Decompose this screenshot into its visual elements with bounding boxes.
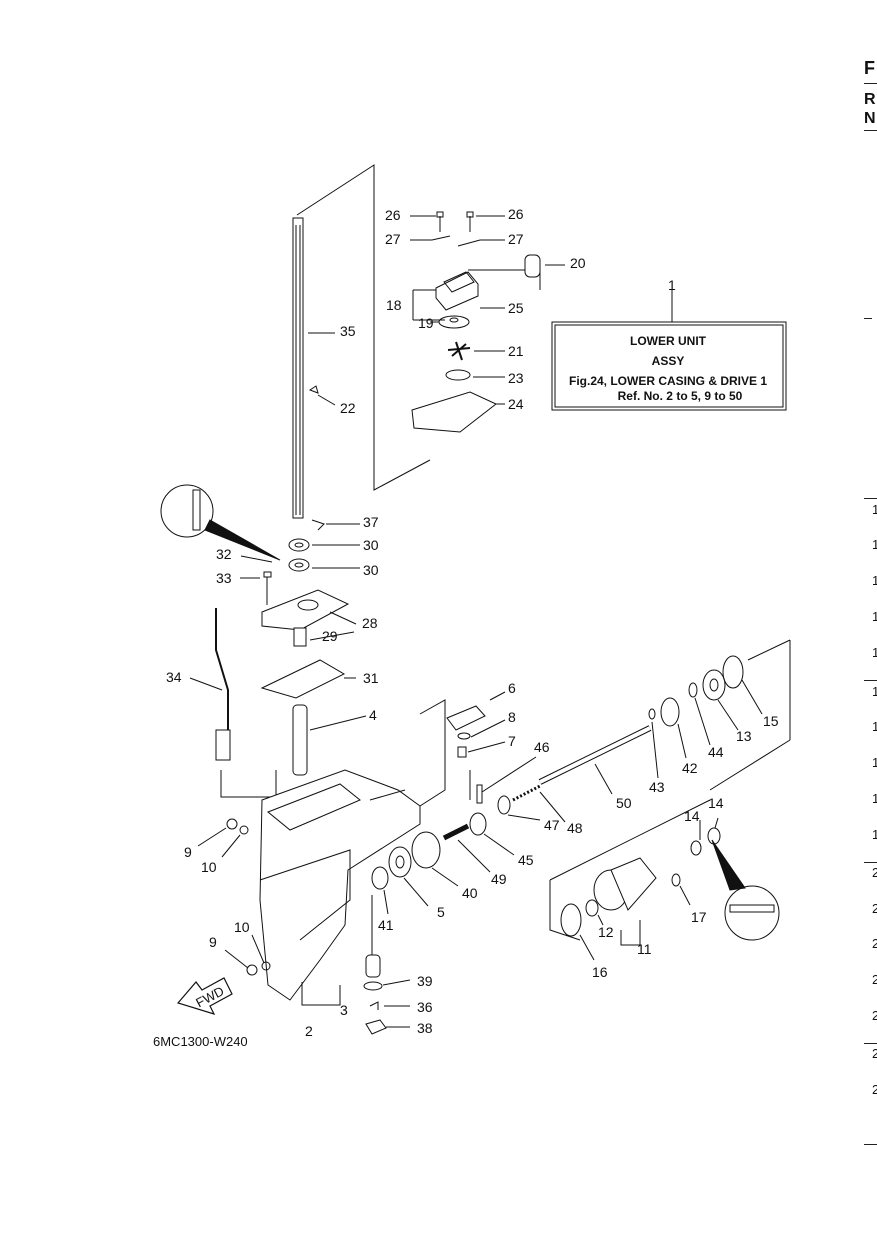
callout-33: 33 [216, 570, 232, 586]
callout-37: 37 [363, 514, 379, 530]
callout-10a: 10 [201, 859, 217, 875]
edge-digit: 1 [872, 719, 877, 734]
callout-45: 45 [518, 852, 534, 868]
edge-rule [864, 318, 872, 319]
edge-digit: 1 [872, 502, 877, 517]
box-line2: ASSY [652, 354, 685, 368]
callout-50: 50 [616, 795, 632, 811]
callout-43: 43 [649, 779, 665, 795]
edge-digit: 2 [872, 972, 877, 987]
callout-44: 44 [708, 744, 724, 760]
edge-digit: 2 [872, 901, 877, 916]
callout-29: 29 [322, 628, 338, 644]
edge-digit: 1 [872, 827, 877, 842]
edge-rule [864, 1043, 877, 1044]
callout-22: 22 [340, 400, 356, 416]
edge-digit: 1 [872, 791, 877, 806]
callout-20: 20 [570, 255, 586, 271]
callout-5: 5 [437, 904, 445, 920]
edge-rule [864, 680, 877, 681]
edge-rule [864, 498, 877, 499]
callout-31: 31 [363, 670, 379, 686]
callout-36: 36 [417, 999, 433, 1015]
callout-40: 40 [462, 885, 478, 901]
callout-19: 19 [418, 315, 434, 331]
callout-1: 1 [668, 277, 676, 293]
edge-digit: 2 [872, 865, 877, 880]
header-letter-f: F [864, 58, 875, 78]
callout-26b: 26 [508, 206, 524, 222]
edge-rule [864, 83, 877, 84]
edge-digit: 2 [872, 1046, 877, 1061]
callout-42: 42 [682, 760, 698, 776]
edge-rule [864, 862, 877, 863]
callout-48: 48 [567, 820, 583, 836]
callout-13: 13 [736, 728, 752, 744]
edge-digit: 1 [872, 537, 877, 552]
edge-digit: 1 [872, 573, 877, 588]
callout-10b: 10 [234, 919, 250, 935]
callout-25: 25 [508, 300, 524, 316]
callout-16: 16 [592, 964, 608, 980]
callout-41: 41 [378, 917, 394, 933]
callout-7: 7 [508, 733, 516, 749]
callout-15: 15 [763, 713, 779, 729]
callout-34: 34 [166, 669, 182, 685]
edge-rule [864, 1144, 877, 1145]
header-letter-n: N [864, 110, 876, 127]
callout-14b: 14 [684, 808, 700, 824]
callout-17: 17 [691, 909, 707, 925]
box-line3: Fig.24, LOWER CASING & DRIVE 1 [569, 374, 767, 388]
header-letter-r: R [864, 91, 876, 108]
callout-26a: 26 [385, 207, 401, 223]
edge-digit: 1 [872, 609, 877, 624]
callout-46: 46 [534, 739, 550, 755]
callout-23: 23 [508, 370, 524, 386]
box-line1: LOWER UNIT [630, 334, 707, 348]
callout-8: 8 [508, 709, 516, 725]
callout-49: 49 [491, 871, 507, 887]
callout-24: 24 [508, 396, 524, 412]
right-edge-column: F R N [864, 0, 877, 1241]
edge-digit: 1 [872, 684, 877, 699]
callout-6: 6 [508, 680, 516, 696]
edge-digit: 1 [872, 645, 877, 660]
edge-digit: 2 [872, 936, 877, 951]
callout-27b: 27 [508, 231, 524, 247]
callout-38: 38 [417, 1020, 433, 1036]
callout-11: 11 [637, 941, 652, 957]
edge-digit: 1 [872, 755, 877, 770]
callout-47: 47 [544, 817, 560, 833]
edge-digit: 2 [872, 1082, 877, 1097]
callout-39: 39 [417, 973, 433, 989]
diagram-code: 6MC1300-W240 [153, 1034, 248, 1049]
callout-30a: 30 [363, 537, 379, 553]
edge-rule [864, 130, 877, 131]
callout-35: 35 [340, 323, 356, 339]
callout-9b: 9 [209, 934, 217, 950]
callout-28: 28 [362, 615, 378, 631]
callout-3: 3 [340, 1002, 348, 1018]
callout-9a: 9 [184, 844, 192, 860]
callout-27a: 27 [385, 231, 401, 247]
callout-32: 32 [216, 546, 232, 562]
edge-digit: 2 [872, 1008, 877, 1023]
callout-12: 12 [598, 924, 614, 940]
callout-30b: 30 [363, 562, 379, 578]
callout-2: 2 [305, 1023, 313, 1039]
callout-18: 18 [386, 297, 402, 313]
box-line4: Ref. No. 2 to 5, 9 to 50 [618, 389, 743, 403]
callout-4: 4 [369, 707, 377, 723]
callout-21: 21 [508, 343, 524, 359]
callout-14a: 14 [708, 795, 724, 811]
